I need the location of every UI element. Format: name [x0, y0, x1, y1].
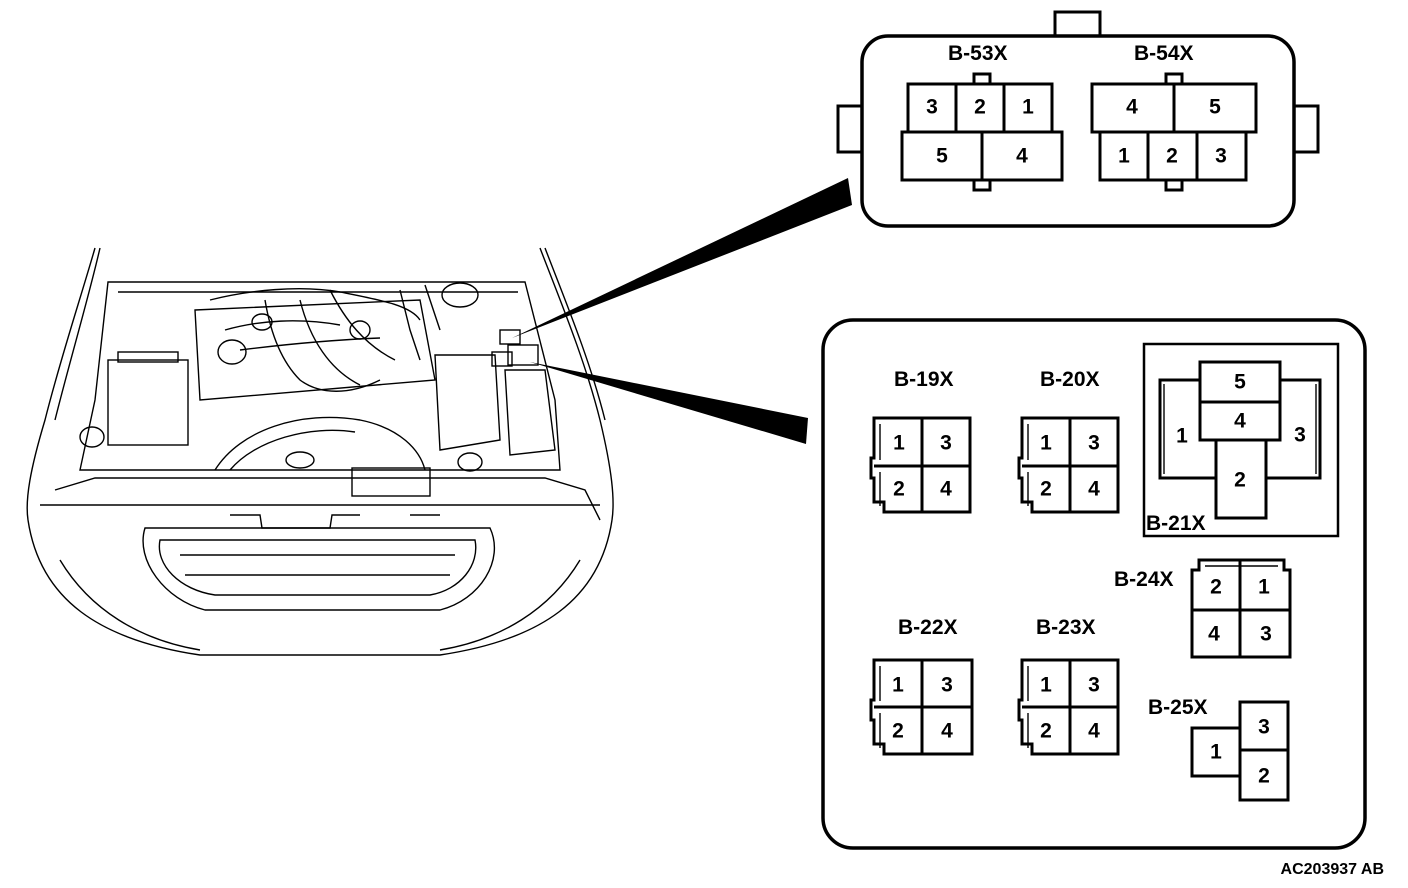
connector-b22x: B-22X 1 3 2 4	[869, 616, 974, 756]
pin: 2	[1040, 478, 1052, 501]
pin: 4	[941, 720, 953, 743]
connector-b21x: 5 4 1 3 2 B-21X	[1142, 342, 1340, 538]
pin: 4	[1208, 623, 1220, 646]
connector-b25x: B-25X 3 1 2	[1148, 696, 1290, 802]
pin: 2	[1210, 576, 1222, 599]
top-callout-panel: B-53X 3 2 1 5 4 B-54X 4 5 1	[836, 10, 1320, 228]
pin: 2	[893, 478, 905, 501]
connector-b54x: B-54X 4 5 1 2 3	[1090, 42, 1258, 192]
connector-label-b24x: B-24X	[1114, 568, 1174, 591]
pin: 1	[1040, 674, 1052, 697]
pin: 4	[940, 478, 952, 501]
connector-b19x: B-19X 1 3 2 4	[869, 368, 972, 514]
pin: 1	[1210, 741, 1222, 764]
connector-label-b23x: B-23X	[1036, 616, 1096, 639]
pin: 1	[1040, 432, 1052, 455]
pin: 3	[1088, 432, 1100, 455]
pin: 5	[1234, 371, 1246, 394]
pin: 4	[1234, 410, 1246, 433]
pin: 4	[1088, 720, 1100, 743]
top-callout-leader	[512, 178, 852, 338]
bottom-callout-leader	[530, 362, 808, 444]
pin: 3	[926, 96, 938, 119]
pin: 2	[1258, 765, 1270, 788]
pin: 3	[1260, 623, 1272, 646]
connector-b24x: B-24X 2 1 4 3	[1114, 558, 1292, 659]
pin: 2	[974, 96, 986, 119]
figure-code: AC203937 AB	[1281, 861, 1384, 878]
pin: 3	[1215, 145, 1227, 168]
connector-b53x: B-53X 3 2 1 5 4	[900, 42, 1064, 192]
pin: 3	[1294, 424, 1306, 447]
pin: 3	[1088, 674, 1100, 697]
pin: 2	[892, 720, 904, 743]
pin: 4	[1088, 478, 1100, 501]
pin: 1	[1258, 576, 1270, 599]
pin: 1	[1118, 145, 1130, 168]
vehicle-engine-bay-illustration	[26, 247, 614, 656]
connector-label-b20x: B-20X	[1040, 368, 1100, 391]
pin: 5	[936, 145, 948, 168]
pin: 1	[1176, 425, 1188, 448]
pin: 3	[940, 432, 952, 455]
pin: 1	[1022, 96, 1034, 119]
pin: 5	[1209, 96, 1221, 119]
connector-label-b19x: B-19X	[894, 368, 954, 391]
pin: 2	[1166, 145, 1178, 168]
connector-b20x: B-20X 1 3 2 4	[1017, 368, 1120, 514]
pin: 2	[1040, 720, 1052, 743]
connector-label-b25x: B-25X	[1148, 696, 1208, 719]
pin: 3	[941, 674, 953, 697]
pin: 4	[1016, 145, 1028, 168]
connector-label-b21x: B-21X	[1146, 512, 1206, 535]
connector-b23x: B-23X 1 3 2 4	[1017, 616, 1120, 756]
pin: 3	[1258, 716, 1270, 739]
pin: 1	[893, 432, 905, 455]
connector-label-b53x: B-53X	[948, 42, 1008, 65]
pin: 2	[1234, 469, 1246, 492]
pin: 1	[892, 674, 904, 697]
connector-label-b22x: B-22X	[898, 616, 958, 639]
bottom-callout-panel: B-19X 1 3 2 4 B-20X 1 3 2 4	[821, 318, 1367, 850]
pin: 4	[1126, 96, 1138, 119]
connector-label-b54x: B-54X	[1134, 42, 1194, 65]
